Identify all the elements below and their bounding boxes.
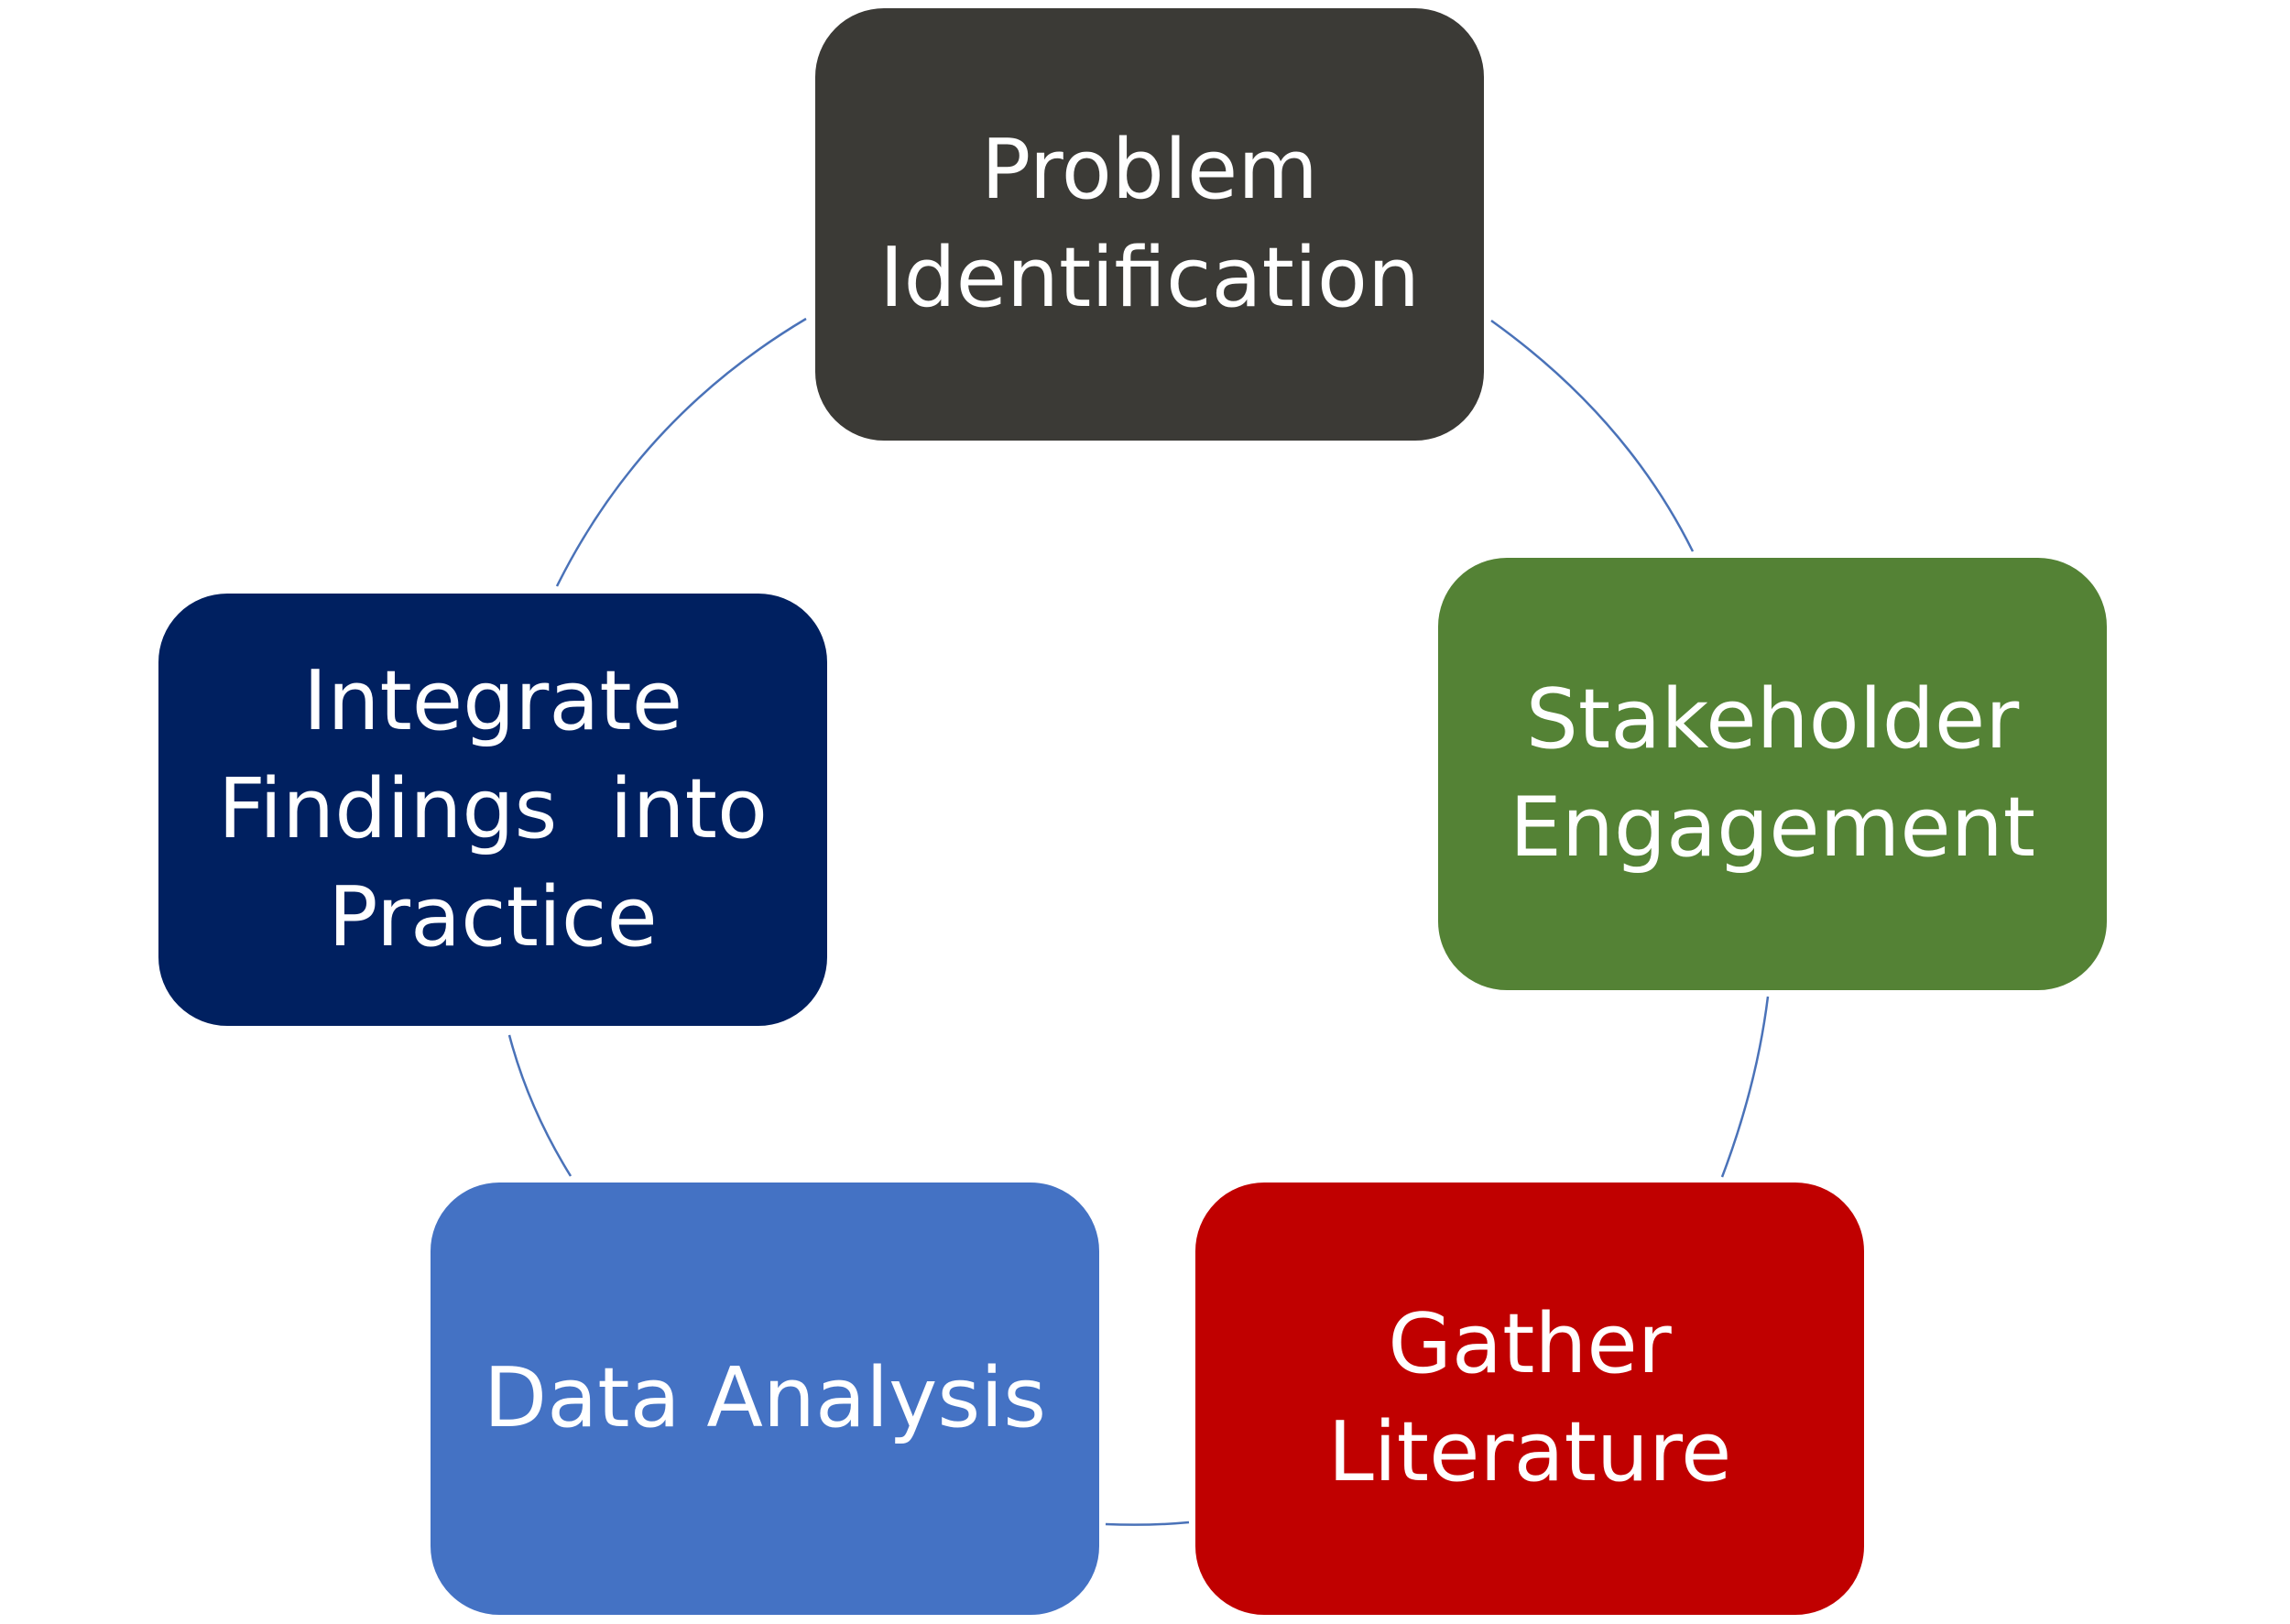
node-label-line: Data Analysis: [483, 1350, 1047, 1446]
node-label-line: Stakeholder: [1525, 671, 2020, 768]
node-label-line: Practice: [328, 869, 658, 965]
node-label-line: Engagement: [1509, 779, 2036, 876]
node-label-line: Gather: [1388, 1296, 1672, 1392]
node-label-line: Identification: [878, 230, 1421, 326]
node-data-analysis: Data Analysis: [426, 1178, 1104, 1619]
connector-stakeholder-literature: [1720, 996, 1770, 1178]
connector-integrate-problem: [555, 317, 807, 587]
connector-problem-stakeholder: [1490, 319, 1695, 552]
connector-literature-analysis: [1105, 1520, 1190, 1526]
connector-group: [507, 317, 1770, 1526]
node-label-line: Integrate: [302, 653, 683, 749]
node-problem-identification: Problem Identification: [811, 4, 1488, 445]
node-label-line: Literature: [1327, 1404, 1732, 1500]
connector-analysis-integrate: [507, 1034, 572, 1177]
node-label-line: Problem: [981, 122, 1318, 218]
node-integrate-findings: Integrate Findings into Practice: [154, 589, 832, 1030]
node-label-line: Findings into: [217, 761, 769, 857]
node-gather-literature: Gather Literature: [1191, 1178, 1869, 1619]
node-stakeholder-engagement: Stakeholder Engagement: [1434, 553, 2111, 995]
